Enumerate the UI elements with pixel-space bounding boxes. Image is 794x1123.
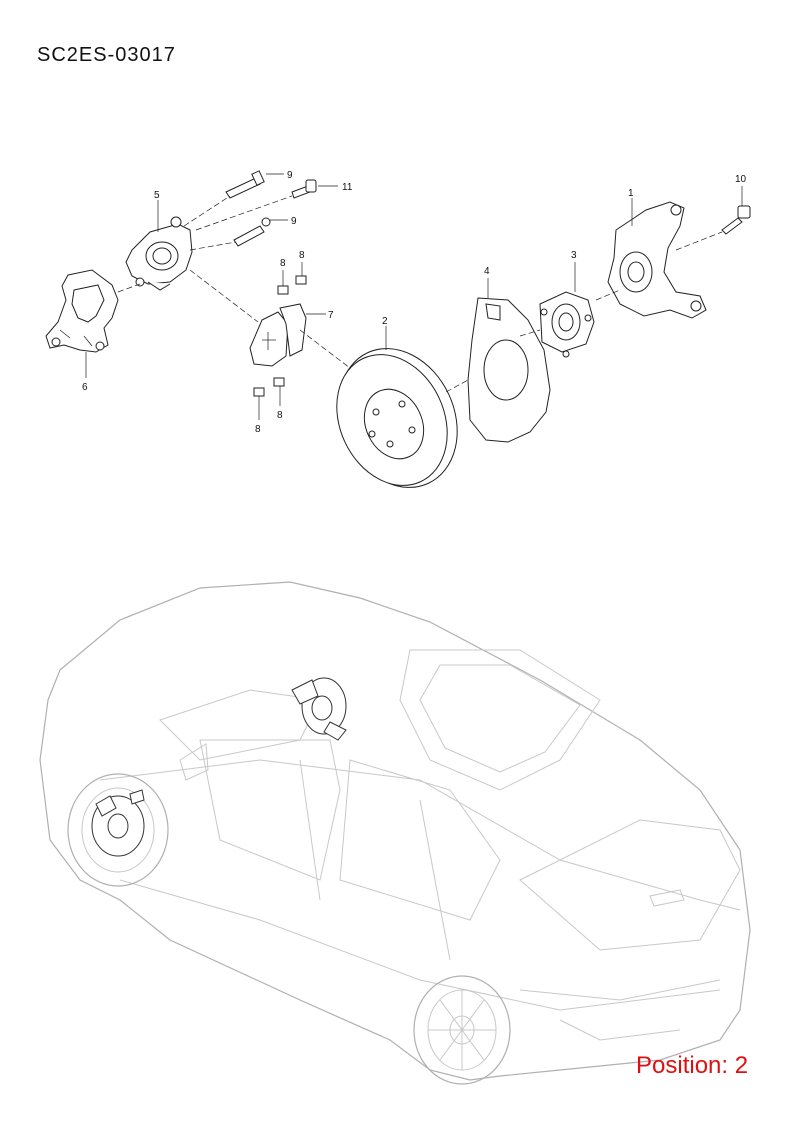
position-label: Position: 2 (636, 1052, 749, 1079)
vehicle-outline (39, 581, 751, 1085)
callout-2: 2 (382, 316, 388, 327)
pad-clip-lower-left (253, 387, 265, 397)
pad-clip-lower-right (273, 377, 285, 387)
callout-9-upper: 9 (287, 170, 293, 181)
steering-knuckle-part (607, 201, 707, 319)
brake-assembly-location-front (91, 789, 145, 857)
brake-pad-set (249, 303, 307, 367)
callout-1: 1 (628, 188, 634, 199)
caliper-bracket-part (45, 269, 119, 353)
callout-8-upper-right: 8 (299, 250, 305, 261)
brake-disc-part (336, 348, 458, 488)
dust-shield-part (467, 297, 551, 443)
callout-4: 4 (484, 266, 490, 277)
guide-pin-lower (233, 217, 271, 247)
callout-8-lower-right: 8 (277, 410, 283, 421)
knuckle-bolt (721, 205, 751, 235)
callout-6: 6 (82, 382, 88, 393)
caliper-part (125, 216, 193, 291)
pad-clip-upper-left (277, 285, 289, 295)
callout-9-lower: 9 (291, 216, 297, 227)
pad-clip-upper-right (295, 275, 307, 285)
callout-8-upper-left: 8 (280, 258, 286, 269)
callout-11: 11 (342, 182, 353, 193)
guide-pin-upper (225, 170, 265, 199)
callout-10: 10 (735, 174, 747, 185)
document-code: SC2ES-03017 (37, 44, 176, 66)
brake-assembly-location-rear-view (291, 677, 347, 741)
callout-3: 3 (571, 250, 577, 261)
callout-5: 5 (154, 190, 160, 201)
callout-8-lower-left: 8 (255, 424, 261, 435)
hub-bearing-part (539, 291, 595, 358)
caliper-bolt (291, 179, 317, 199)
callout-7: 7 (328, 310, 334, 321)
